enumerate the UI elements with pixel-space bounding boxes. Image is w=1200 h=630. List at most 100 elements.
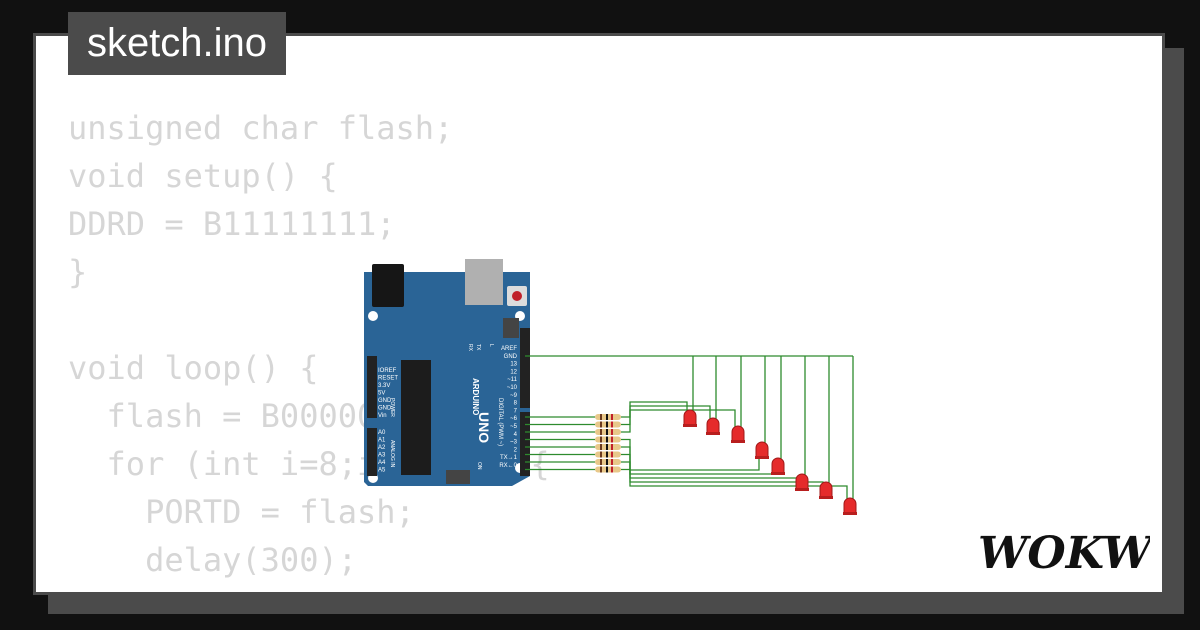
board-model: UNO	[476, 412, 492, 443]
pin-label: GND	[378, 406, 392, 412]
wires	[525, 355, 854, 500]
resistor-band	[606, 414, 608, 420]
code-line: DDRD = B11111111;	[68, 205, 396, 243]
resistor-band	[606, 429, 608, 435]
pin-label: A5	[378, 468, 386, 474]
resistor-band	[600, 421, 602, 428]
resistor-band	[611, 451, 613, 458]
analog-header	[367, 428, 377, 476]
wire	[621, 438, 760, 471]
code-line: PORTD = flash;	[68, 493, 415, 531]
pin-label: IOREF	[378, 368, 397, 374]
resistor-band	[606, 436, 608, 443]
power-header	[367, 356, 377, 418]
led-rim	[771, 472, 785, 475]
wire	[621, 468, 848, 500]
wire	[621, 461, 824, 484]
led-rim	[755, 456, 769, 459]
analog-label: ANALOG IN	[389, 440, 395, 468]
code-line: void setup() {	[68, 157, 338, 195]
resistor-band	[600, 451, 602, 458]
led-rim	[683, 424, 697, 427]
pin-label: 13	[510, 362, 517, 368]
on-label: ON	[476, 462, 482, 470]
resistor-band	[611, 421, 613, 428]
circuit-diagram: ARDUINO UNO DIGITAL (PWM ~) POWER ANALOG…	[364, 259, 857, 515]
led	[843, 497, 857, 515]
pin-label: ~10	[507, 385, 518, 391]
icsp-header	[503, 318, 519, 338]
led-rim	[706, 432, 720, 435]
arduino-uno-board[interactable]: ARDUINO UNO DIGITAL (PWM ~) POWER ANALOG…	[364, 259, 530, 486]
led-rim	[819, 496, 833, 499]
board-brand: ARDUINO	[471, 378, 480, 415]
wokwi-logo[interactable]: WOKWi	[978, 528, 1150, 576]
wokwi-logo-text: WOKWi	[978, 528, 1150, 576]
file-tab[interactable]: sketch.ino	[68, 12, 286, 75]
resistor-band	[600, 436, 602, 443]
rx-label: RX	[467, 344, 473, 352]
pin-label: GND	[504, 354, 518, 360]
resistor-band	[606, 421, 608, 428]
led	[819, 481, 833, 499]
reset-button	[512, 291, 522, 301]
microcontroller-chip	[401, 360, 431, 475]
wire	[621, 409, 736, 433]
led	[795, 473, 809, 491]
pin-label: ~5	[510, 424, 518, 430]
pin-label: ~9	[510, 393, 518, 399]
pin-label: A1	[378, 438, 386, 444]
power-label: POWER	[389, 398, 395, 417]
leds	[683, 409, 857, 515]
preview-card: unsigned char flash; void setup() { DDRD =…	[33, 33, 1165, 595]
resistor-band	[611, 436, 613, 443]
resistor-band	[600, 444, 602, 450]
pin-label: ~11	[507, 377, 517, 383]
tx-label: TX	[475, 344, 481, 351]
led	[683, 409, 697, 427]
pin-label: ~3	[510, 440, 518, 446]
resistor-band	[600, 466, 602, 473]
led-rim	[843, 512, 857, 515]
resistor-band	[611, 444, 613, 450]
pin-label: A2	[378, 445, 386, 451]
pin-label: RX←0	[499, 463, 517, 469]
led	[771, 457, 785, 475]
pin-label: 5V	[378, 391, 385, 397]
pin-label: A4	[378, 460, 386, 466]
resistor-band	[606, 451, 608, 458]
wire	[621, 405, 711, 426]
digital-header-bottom	[520, 412, 530, 476]
pin-label: A3	[378, 453, 386, 459]
code-line: void loop() {	[68, 349, 319, 387]
wire	[621, 401, 688, 418]
resistor-band	[611, 459, 613, 465]
pin-label: 2	[514, 447, 518, 453]
led-rim	[731, 440, 745, 443]
code-line: unsigned char flash;	[68, 109, 454, 147]
resistor-band	[606, 459, 608, 465]
resistor-band	[600, 429, 602, 435]
resistor-band	[600, 414, 602, 420]
power-jack	[372, 264, 404, 307]
pin-label: A0	[378, 430, 386, 436]
resistors	[595, 414, 621, 473]
digital-header-top	[520, 328, 530, 408]
pin-label: 7	[514, 408, 518, 414]
pin-label: TX→1	[500, 455, 518, 461]
code-line: }	[68, 253, 88, 291]
resistor-band	[606, 466, 608, 473]
code-line: flash = flash << 1;	[68, 584, 550, 592]
pin-label: Vin	[378, 413, 387, 419]
mount-hole	[368, 311, 378, 321]
pin-label: 12	[510, 369, 517, 375]
resistor-band	[611, 429, 613, 435]
pin-label: GND	[378, 398, 392, 404]
code-preview: unsigned char flash; void setup() { DDRD =…	[68, 104, 550, 592]
digital-label: DIGITAL (PWM ~)	[497, 398, 503, 446]
led-rim	[795, 488, 809, 491]
led	[731, 425, 745, 443]
